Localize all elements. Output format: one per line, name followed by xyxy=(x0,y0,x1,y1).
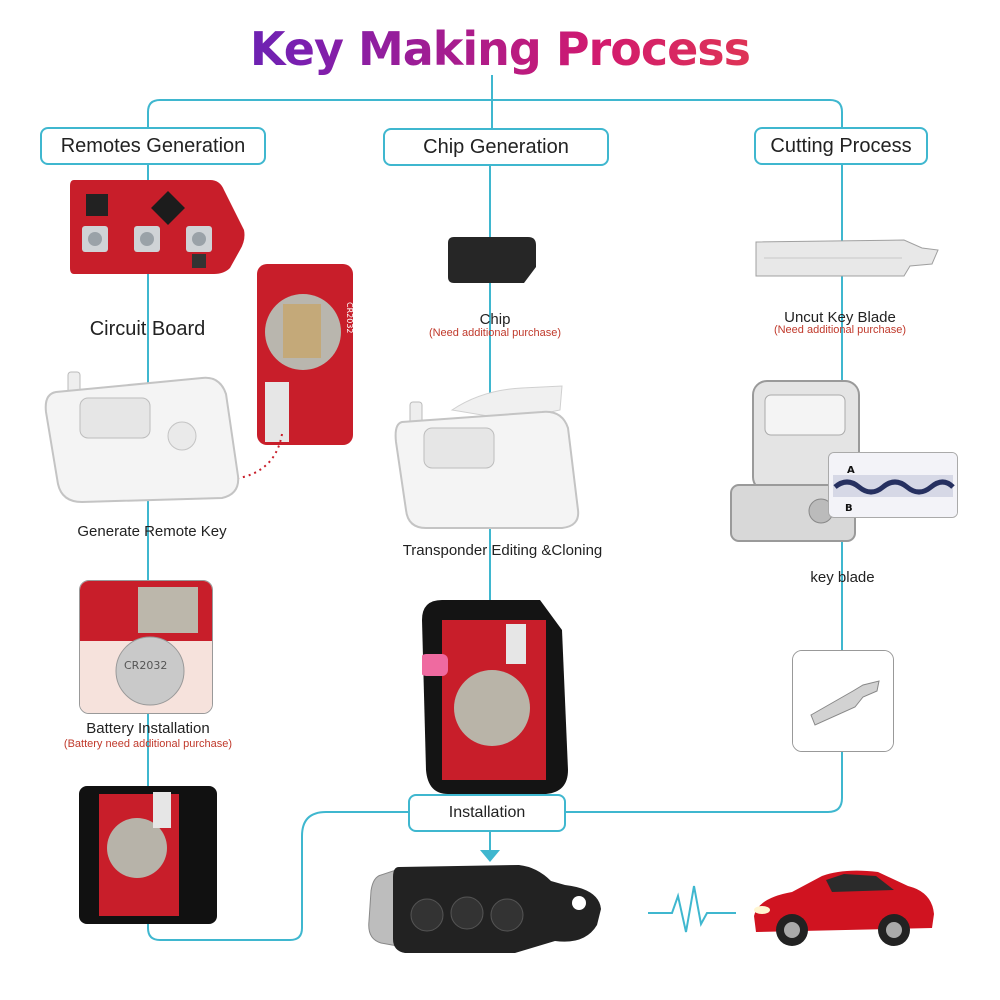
remote-pcb-in-shell-image xyxy=(422,600,568,794)
chip-generation-heading: Chip Generation xyxy=(383,128,609,166)
decoder-label-b: B xyxy=(845,503,853,514)
battery-installation-photo: CR2032 xyxy=(79,580,213,714)
transponder-editing-label: Transponder Editing &Cloning xyxy=(402,542,603,559)
transponder-chip-image xyxy=(448,237,536,283)
remotes-generation-heading: Remotes Generation xyxy=(40,127,266,165)
chip-label: Chip xyxy=(479,311,511,328)
remote-shell-assembly-photo xyxy=(79,786,217,924)
key-blade-label: key blade xyxy=(810,569,875,586)
battery-board-image: CR2032 xyxy=(257,264,354,445)
cutting-process-heading: Cutting Process xyxy=(754,127,928,165)
battery-installation-label: Battery Installation xyxy=(86,720,210,737)
circuit-board-image xyxy=(70,180,245,274)
battery-model-text: CR2032 xyxy=(124,659,167,672)
uncut-key-blade-label: Uncut Key Blade xyxy=(784,309,896,326)
top-bracket-line xyxy=(147,99,843,128)
cloning-device-image xyxy=(394,385,580,529)
flip-remote-key-image xyxy=(368,865,601,953)
uncut-blade-note: (Need additional purchase) xyxy=(773,324,907,336)
key-programmer-device-image xyxy=(44,371,240,504)
decoder-label-a: A xyxy=(847,465,855,476)
page-title: Key Making Process xyxy=(0,22,1000,76)
battery-note: (Battery need additional purchase) xyxy=(63,738,233,750)
sports-car-image xyxy=(754,870,934,946)
pulse-line xyxy=(648,885,736,933)
remotes-to-install-line xyxy=(147,811,410,941)
circuit-board-label: Circuit Board xyxy=(89,318,206,340)
generate-remote-key-label: Generate Remote Key xyxy=(77,523,227,540)
uncut-key-blade-image xyxy=(755,239,939,277)
svg-text:CR2032: CR2032 xyxy=(345,302,354,334)
cut-key-blade-photo xyxy=(792,650,894,752)
key-decoder-readout-image: A B xyxy=(828,452,958,518)
chip-note: (Need additional purchase) xyxy=(428,327,562,339)
cutting-to-install-line xyxy=(562,752,843,813)
arrow-down-icon xyxy=(480,850,500,862)
installation-label: Installation xyxy=(408,794,566,832)
